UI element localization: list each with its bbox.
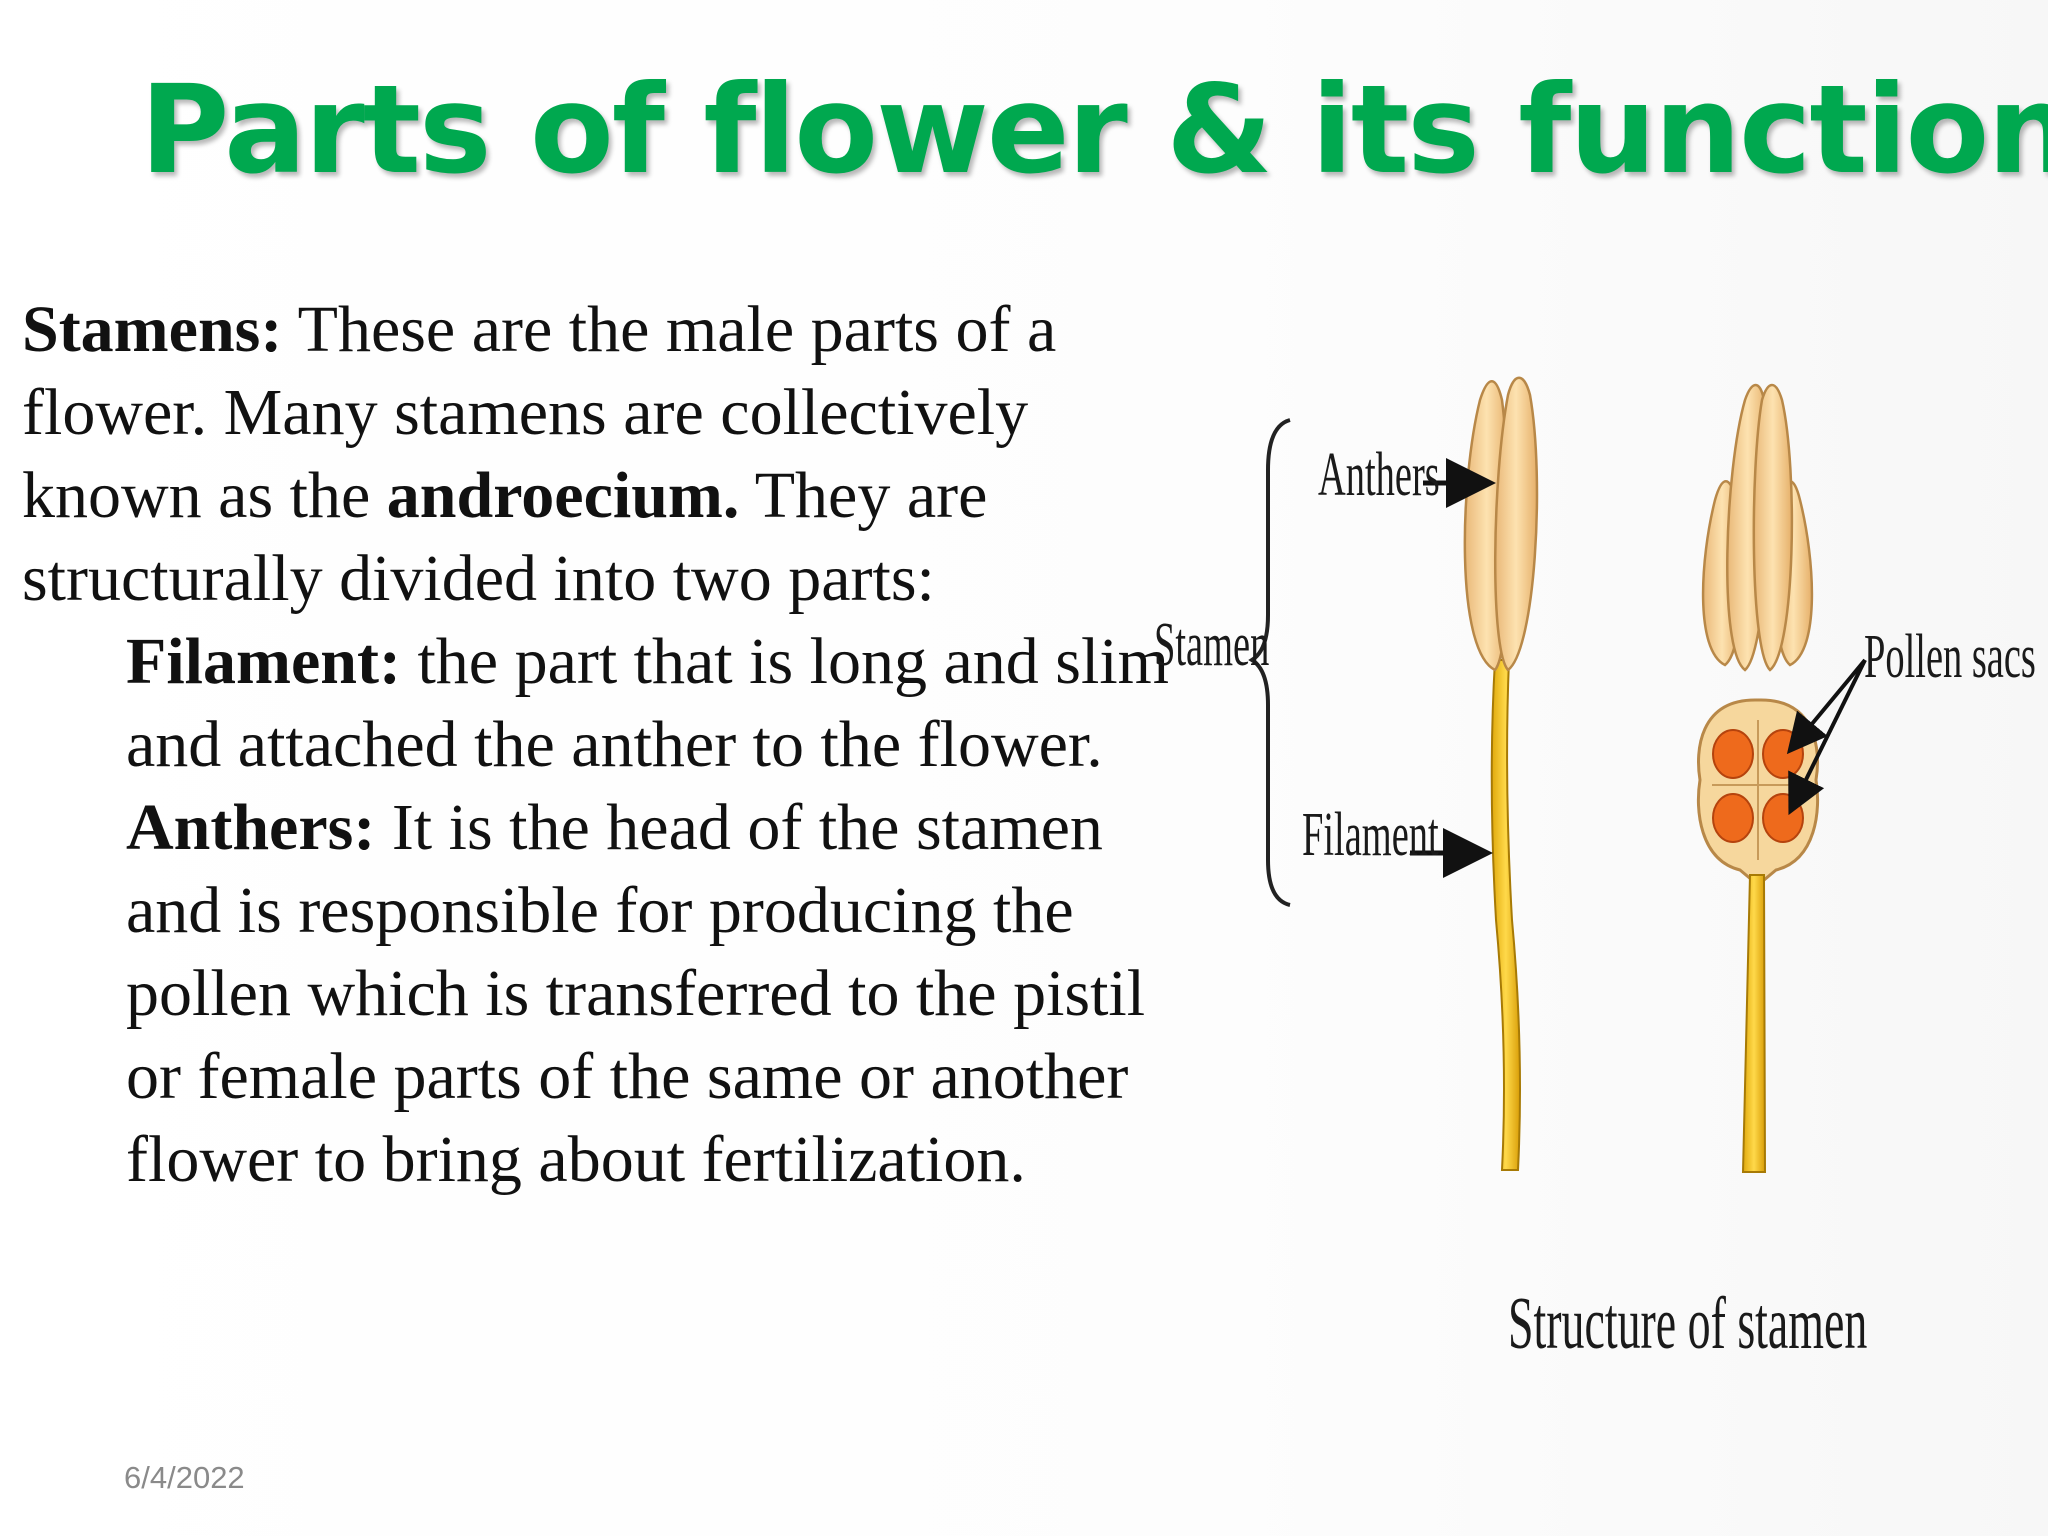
left-anther-lobe-b xyxy=(1494,376,1539,672)
figure-caption: Structure of stamen xyxy=(1508,1283,1868,1365)
androecium-term: androecium. xyxy=(386,459,740,532)
stamens-text-2: They are structurally divided into two p… xyxy=(22,459,988,615)
stamen-diagram: Stamen Anthers Filament Pollen sacs Stru… xyxy=(1140,360,2040,1390)
pollen-arrow-1 xyxy=(1786,658,1867,755)
slide-date: 6/4/2022 xyxy=(124,1460,245,1495)
stamen-label: Stamen xyxy=(1154,611,1270,679)
filament-figure-label: Filament xyxy=(1302,801,1439,869)
stamens-label: Stamens: xyxy=(22,293,283,366)
anthers-text: It is the head of the stamen and is resp… xyxy=(126,791,1146,1196)
stamen-illustration xyxy=(1248,376,1867,1173)
pollen-sacs-label: Pollen sacs xyxy=(1864,623,2036,691)
pollen-sac-2 xyxy=(1762,729,1804,779)
anthers-figure-label: Anthers xyxy=(1318,441,1440,509)
anthers-label: Anthers: xyxy=(126,791,376,864)
filament-label: Filament: xyxy=(126,625,401,698)
filament-paragraph: Filament: the part that is long and slim… xyxy=(22,620,1172,786)
left-filament xyxy=(1490,659,1521,1171)
stamens-text-1: These are the male parts of a flower. Ma… xyxy=(22,293,1057,532)
pollen-arrow-2 xyxy=(1788,659,1867,816)
right-filament xyxy=(1741,874,1767,1173)
stamen-brace xyxy=(1248,418,1291,907)
pollen-sac-1 xyxy=(1712,729,1754,779)
right-anther-lobe-3 xyxy=(1752,383,1794,672)
filament-text: the part that is long and slim and attac… xyxy=(126,625,1169,781)
stamens-paragraph: Stamens: These are the male parts of a f… xyxy=(22,288,1172,620)
anthers-paragraph: Anthers: It is the head of the stamen an… xyxy=(22,786,1172,1201)
pollen-sac-3 xyxy=(1712,793,1754,843)
slide-body: Stamens: These are the male parts of a f… xyxy=(22,288,1172,1201)
slide-title: Parts of flower & its function xyxy=(140,59,2048,201)
